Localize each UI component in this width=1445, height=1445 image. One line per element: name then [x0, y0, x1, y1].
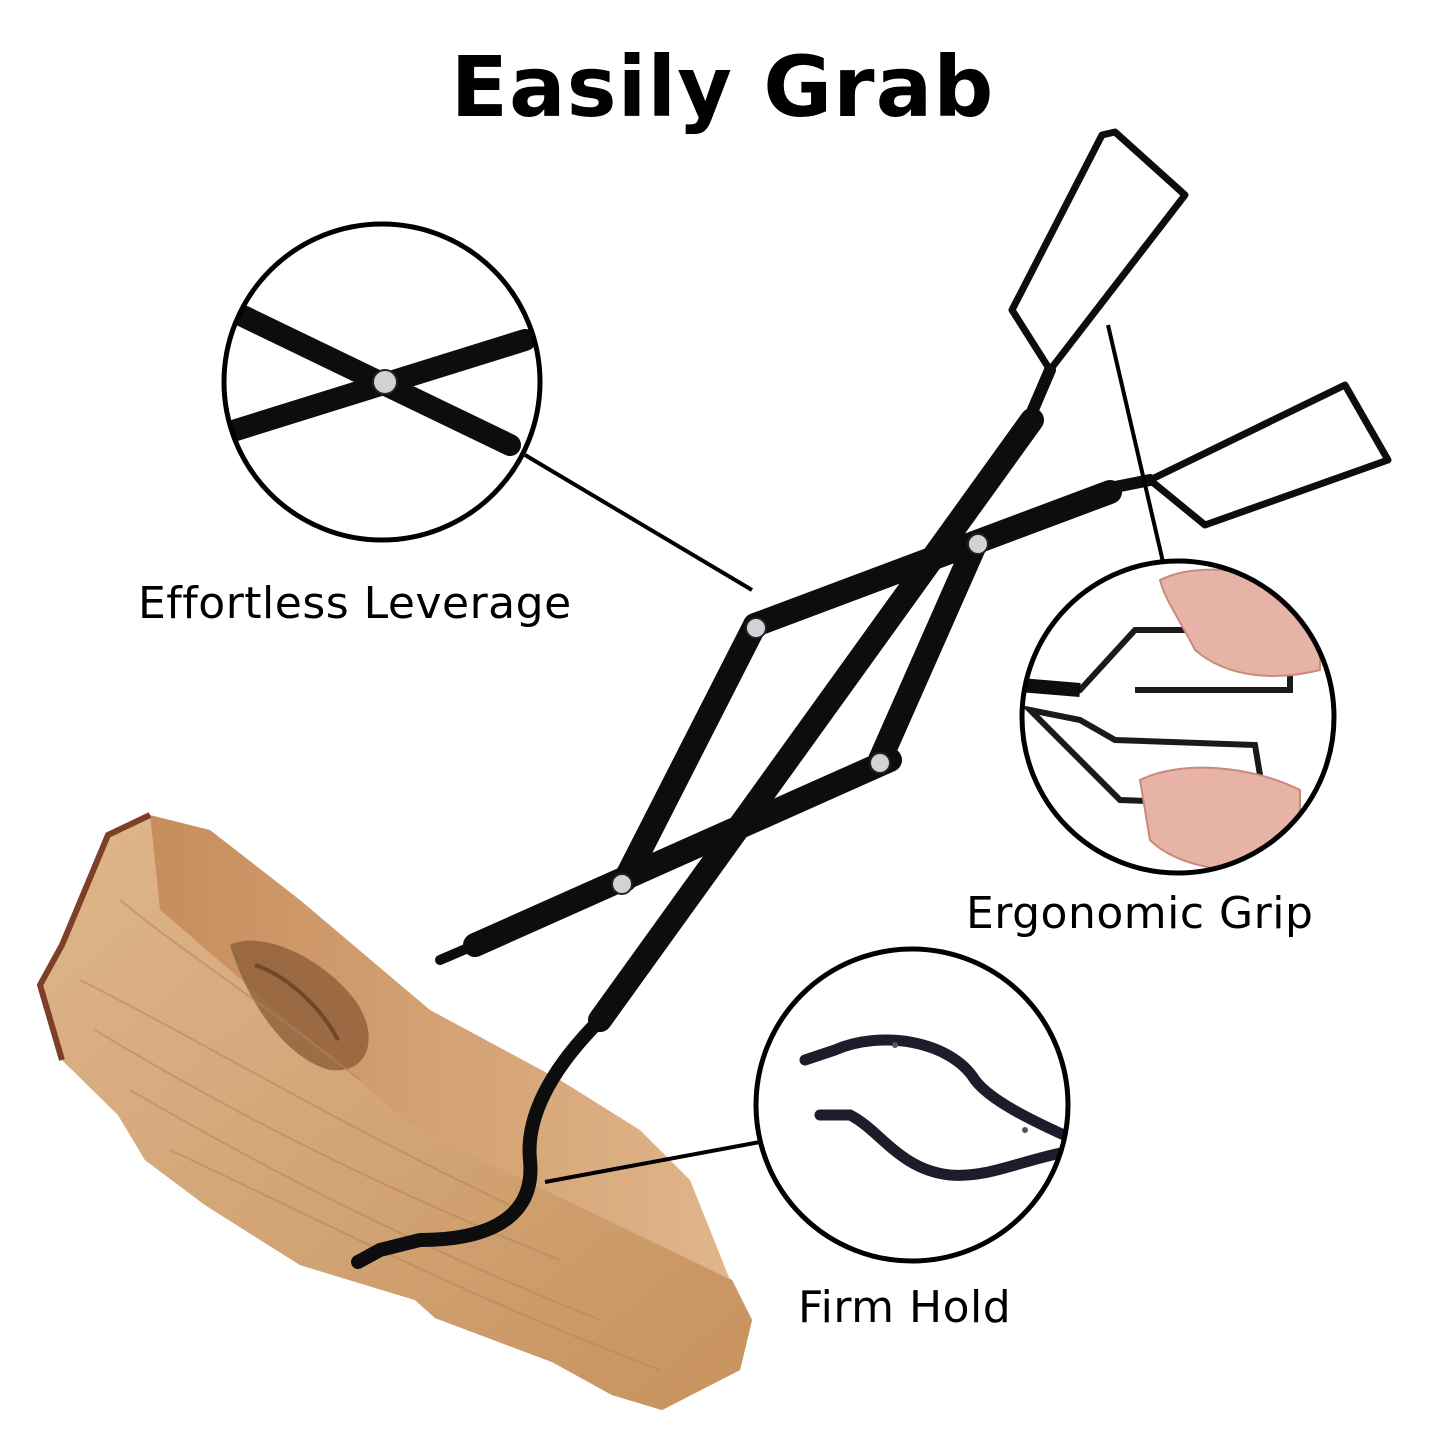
- headline: Easily Grab: [450, 38, 995, 136]
- feature-label-grip: Ergonomic Grip: [966, 888, 1314, 939]
- leader-line-hold: [544, 1140, 761, 1184]
- leader-line-grip: [1106, 324, 1165, 563]
- linkage-bar: [743, 480, 1122, 637]
- lower-jaw: [351, 1013, 607, 1269]
- hands-on-handles-icon: [1022, 568, 1321, 872]
- callout-leverage: [221, 221, 543, 543]
- linkage-bar: [613, 613, 767, 892]
- lower-handle-loop: [1146, 381, 1392, 529]
- pivot-crossing-icon: [224, 294, 536, 456]
- callout-hold: [753, 946, 1071, 1264]
- linkage-bar: [868, 533, 987, 772]
- curved-jaws-icon: [799, 1034, 1068, 1181]
- linkage-bar: [588, 408, 1044, 1032]
- linkage-bar: [463, 748, 902, 957]
- wood-knot: [230, 940, 369, 1071]
- feature-label-leverage: Effortless Leverage: [138, 578, 572, 629]
- firewood-log: [36, 812, 752, 1410]
- log-side-face: [40, 815, 752, 1410]
- log-tongs: [351, 128, 1392, 1269]
- leader-line-leverage: [523, 453, 754, 592]
- log-top-face: [150, 815, 730, 1280]
- upper-handle-loop: [1008, 128, 1189, 374]
- feature-label-hold: Firm Hold: [798, 1282, 1012, 1333]
- pivot-rivets: [611, 533, 989, 895]
- callout-grip: [1019, 558, 1337, 876]
